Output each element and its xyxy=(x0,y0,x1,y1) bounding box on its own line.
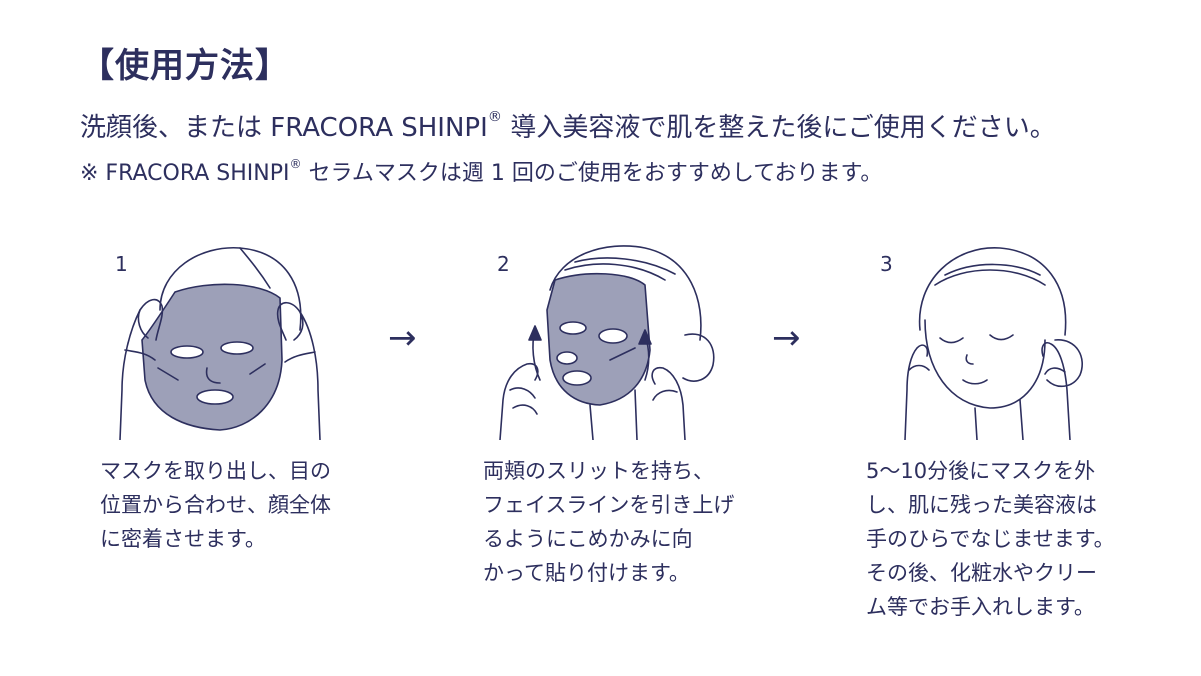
step-1-number: 1 xyxy=(115,252,128,276)
usage-note-after: セラムマスクは週 1 回のご使用をおすすめしております。 xyxy=(301,161,883,186)
page-title: 【使用方法】 xyxy=(80,46,290,86)
registered-mark: ® xyxy=(487,109,503,125)
step-arrow-1: → xyxy=(388,318,417,358)
face-pat-icon xyxy=(904,247,1083,440)
step-arrow-2: → xyxy=(772,318,801,358)
intro-text-after: 導入美容液で肌を整えた後にご使用ください。 xyxy=(502,113,1056,143)
step-3-number: 3 xyxy=(880,252,893,276)
usage-note: ※ FRACORA SHINPI® セラムマスクは週 1 回のご使用をおすすめし… xyxy=(80,155,882,187)
step-3-description: 5〜10分後にマスクを外 し、肌に残った美容液は 手のひらでなじませます。 その… xyxy=(866,459,1115,619)
face-mask-apply-icon xyxy=(119,247,321,440)
step-2-number: 2 xyxy=(497,252,510,276)
intro-text: 洗顔後、または FRACORA SHINPI® 導入美容液で肌を整えた後にご使用… xyxy=(80,107,1056,144)
face-mask-lift-icon xyxy=(499,245,715,440)
registered-mark: ® xyxy=(289,157,302,171)
intro-text-before: 洗顔後、または FRACORA SHINPI xyxy=(80,113,488,143)
step-2-description: 両頬のスリットを持ち、 フェイスラインを引き上げ るようにこめかみに向 かって貼… xyxy=(483,459,735,585)
step-1-description: マスクを取り出し、目の 位置から合わせ、顔全体 に密着させます。 xyxy=(100,459,331,551)
usage-note-before: ※ FRACORA SHINPI xyxy=(80,161,290,186)
